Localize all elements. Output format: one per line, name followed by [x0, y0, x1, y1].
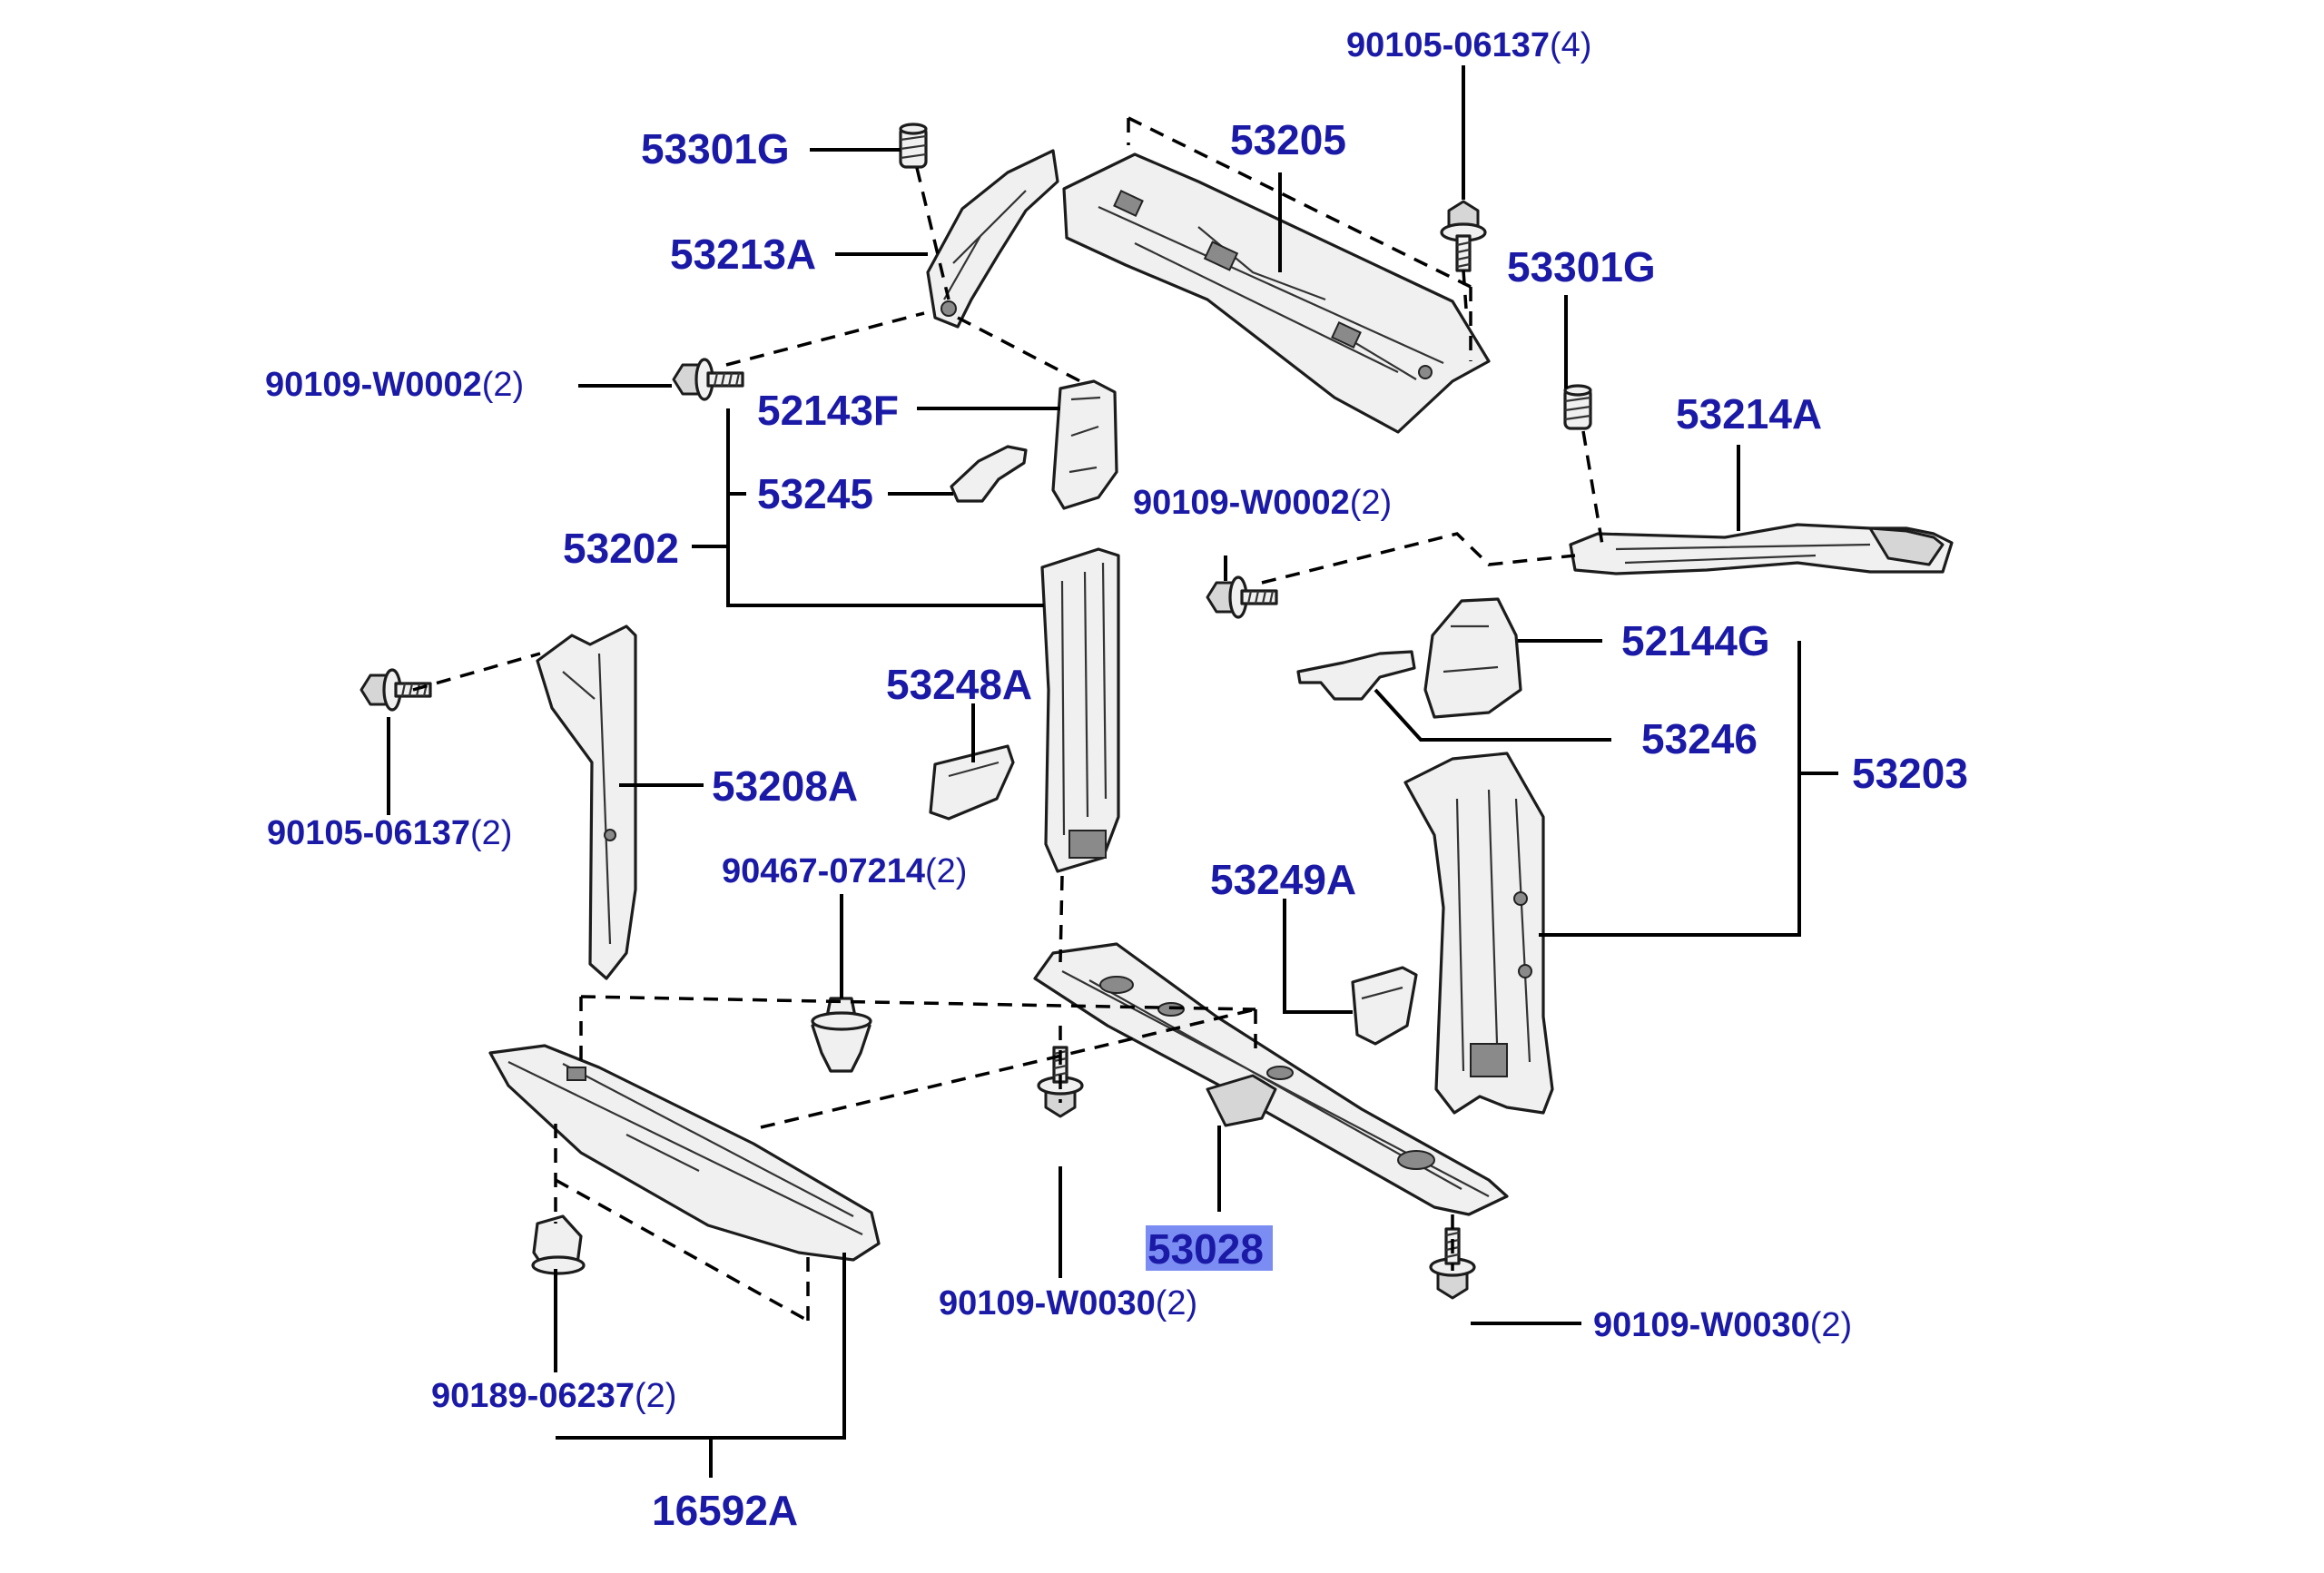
label-53214a: 53214A [1676, 390, 1822, 437]
label-53028: 53028 [1147, 1225, 1264, 1273]
label-90109-w0030-right: 90109-W0030(2) [1593, 1306, 1852, 1344]
part-90105-06137-top-bolt [1440, 200, 1487, 272]
label-53028-highlight [1146, 1225, 1273, 1271]
label-16592a: 16592A [652, 1487, 798, 1534]
part-52143f-bracket [1051, 379, 1118, 510]
label-53301g-left: 53301G [641, 125, 790, 172]
part-53249a-bracket [1351, 966, 1418, 1046]
part-53213a-bracket [926, 149, 1059, 329]
label-90189-06237: 90189-06237(2) [431, 1377, 676, 1415]
part-53208a-post [536, 624, 637, 980]
assembly-dashed-lines [412, 116, 1604, 1322]
label-53246: 53246 [1641, 715, 1758, 762]
label-52144g: 52144G [1621, 617, 1770, 664]
part-53245-bracket [950, 445, 1028, 503]
label-53301g-right: 53301G [1507, 243, 1656, 290]
part-90105-06137-left-bolt [359, 668, 432, 712]
part-16592a-cover [488, 1044, 881, 1262]
label-90467-07214: 90467-07214(2) [722, 852, 967, 890]
label-90109-w0002-mid: 90109-W0002(2) [1133, 484, 1392, 522]
part-53301g-right-stud [1563, 384, 1592, 430]
label-90105-06137-left: 90105-06137(2) [267, 814, 512, 852]
part-53028-lower-crossmember [1033, 942, 1509, 1216]
part-90467-07214-clip [811, 997, 872, 1073]
label-53249a: 53249A [1210, 856, 1356, 903]
part-52144g-bracket [1423, 597, 1522, 719]
part-53248a-plate [929, 744, 1015, 821]
label-90105-06137-top: 90105-06137(4) [1346, 26, 1591, 64]
leader-lines [387, 65, 1838, 1478]
part-90109-w0002-left-bolt [672, 358, 744, 401]
label-53245: 53245 [757, 470, 873, 517]
part-53202-left-pillar [1040, 547, 1120, 873]
part-53246-bracket [1296, 650, 1416, 701]
part-53203-right-pillar [1403, 752, 1554, 1115]
label-90109-w0030-mid: 90109-W0030(2) [939, 1284, 1197, 1322]
label-53203: 53203 [1852, 750, 1968, 797]
label-52143f: 52143F [757, 387, 899, 434]
label-53202: 53202 [563, 525, 679, 572]
part-53214a-member [1569, 523, 1954, 575]
part-labels: 90105-06137(4) 53301G 53205 53213A 53301… [265, 26, 1968, 1534]
part-53301g-left-stud [899, 123, 928, 169]
label-53208a: 53208A [712, 762, 858, 810]
label-90109-w0002-left: 90109-W0002(2) [265, 366, 524, 404]
label-53205: 53205 [1230, 116, 1346, 163]
part-53205-upper-radiator-support [1062, 152, 1491, 434]
label-53213a: 53213A [670, 231, 816, 278]
label-53248a: 53248A [886, 661, 1032, 708]
part-90189-06237-clip [531, 1214, 586, 1275]
